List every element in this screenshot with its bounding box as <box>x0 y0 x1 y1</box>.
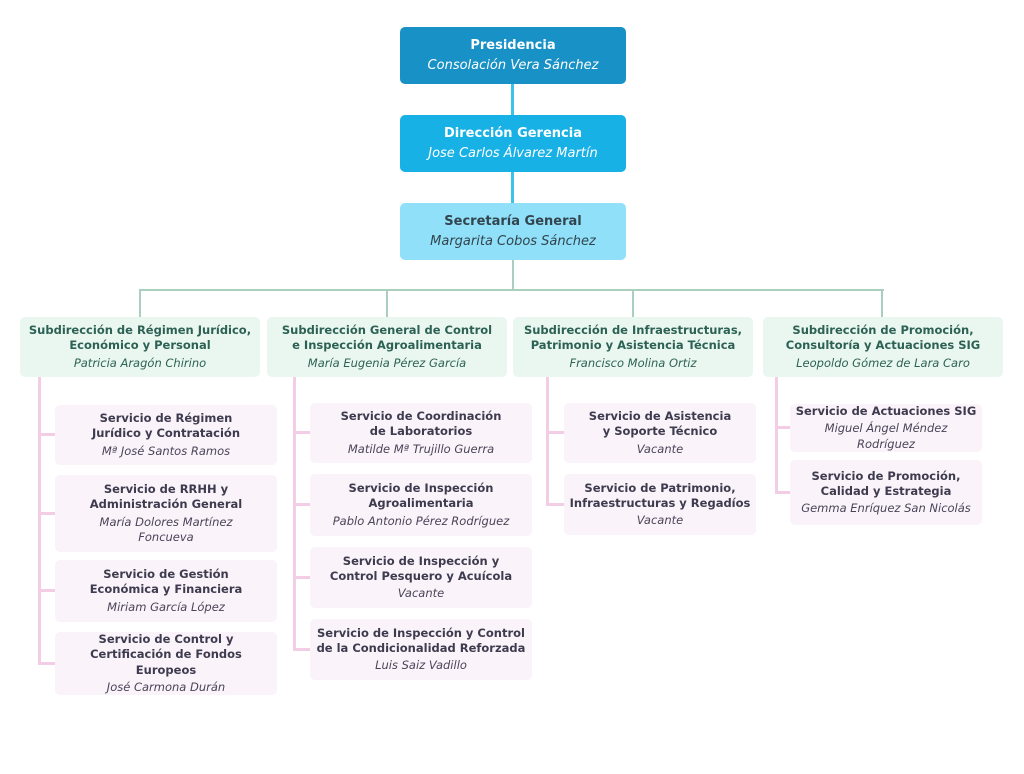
node-title: Servicio de Inspección Agroalimentaria <box>348 481 494 511</box>
node-direccion-gerencia: Dirección Gerencia Jose Carlos Álvarez M… <box>400 115 626 172</box>
node-title: Servicio de RRHH y Administración Genera… <box>89 482 243 512</box>
node-title: Servicio de Promoción, Calidad y Estrate… <box>811 468 961 498</box>
node-title: Servicio de Actuaciones SIG <box>795 404 977 419</box>
node-servicio-actuaciones-sig: Servicio de Actuaciones SIG Miguel Ángel… <box>790 404 982 452</box>
connector-line <box>38 589 55 592</box>
node-person: Jose Carlos Álvarez Martín <box>428 145 598 161</box>
node-person: Pablo Antonio Pérez Rodríguez <box>332 513 510 528</box>
node-servicio-patrimonio-regadios: Servicio de Patrimonio, Infraestructuras… <box>564 474 756 535</box>
node-servicio-fondos-europeos: Servicio de Control y Certificación de F… <box>55 632 277 695</box>
connector-line <box>293 576 310 579</box>
connector-line <box>293 648 310 651</box>
node-title: Servicio de Régimen Jurídico y Contratac… <box>91 411 241 441</box>
node-servicio-regimen-juridico: Servicio de Régimen Jurídico y Contratac… <box>55 405 277 465</box>
node-secretaria-general: Secretaría General Margarita Cobos Sánch… <box>400 203 626 260</box>
connector-line <box>775 426 790 429</box>
connector-line <box>38 512 55 515</box>
node-title: Servicio de Patrimonio, Infraestructuras… <box>569 480 751 510</box>
connector-line <box>38 662 55 665</box>
connector-line <box>775 377 778 494</box>
connector-line <box>511 172 514 203</box>
node-servicio-rrhh: Servicio de RRHH y Administración Genera… <box>55 475 277 552</box>
connector-line <box>546 431 564 434</box>
node-person: Consolación Vera Sánchez <box>427 57 599 73</box>
connector-line <box>386 289 388 317</box>
node-title: Subdirección de Promoción, Consultoría y… <box>785 323 981 353</box>
node-title: Dirección Gerencia <box>444 126 582 142</box>
node-person: Francisco Molina Ortiz <box>569 355 697 370</box>
connector-line <box>293 377 296 651</box>
node-person: María Eugenia Pérez García <box>307 355 467 370</box>
node-title: Secretaría General <box>444 214 582 230</box>
connector-line <box>38 377 41 665</box>
node-servicio-pesquero-acuicola: Servicio de Inspección y Control Pesquer… <box>310 547 532 608</box>
node-title: Subdirección General de Control e Inspec… <box>281 323 493 353</box>
node-subdireccion-control-inspeccion: Subdirección General de Control e Inspec… <box>267 317 507 377</box>
node-person: Leopoldo Gómez de Lara Caro <box>796 355 970 370</box>
node-servicio-asistencia-soporte: Servicio de Asistencia y Soporte Técnico… <box>564 403 756 463</box>
node-subdireccion-promocion: Subdirección de Promoción, Consultoría y… <box>763 317 1003 377</box>
node-title: Servicio de Control y Certificación de F… <box>90 632 242 677</box>
node-person: Margarita Cobos Sánchez <box>430 233 596 249</box>
connector-line <box>546 377 549 506</box>
node-title: Subdirección de Régimen Jurídico, Económ… <box>28 323 252 353</box>
connector-line <box>293 503 310 506</box>
connector-line <box>38 433 55 436</box>
node-person: María Dolores Martínez Foncueva <box>99 514 233 544</box>
node-subdireccion-infraestructuras: Subdirección de Infraestructuras, Patrim… <box>513 317 753 377</box>
node-person: Matilde Mª Trujillo Guerra <box>347 441 495 456</box>
node-person: Miriam García López <box>107 599 225 614</box>
node-subdireccion-regimen-juridico: Subdirección de Régimen Jurídico, Económ… <box>20 317 260 377</box>
node-servicio-condicionalidad-reforzada: Servicio de Inspección y Control de la C… <box>310 619 532 680</box>
node-title: Subdirección de Infraestructuras, Patrim… <box>523 323 743 353</box>
node-person: Luis Saiz Vadillo <box>375 658 467 673</box>
connector-line <box>293 431 310 434</box>
node-person: Patricia Aragón Chirino <box>73 355 207 370</box>
connector-line <box>546 503 564 506</box>
connector-line <box>139 289 884 291</box>
connector-line <box>775 491 790 494</box>
connector-line <box>632 289 634 317</box>
node-title: Servicio de Inspección y Control de la C… <box>316 625 526 655</box>
node-title: Servicio de Gestión Económica y Financie… <box>89 567 243 597</box>
node-servicio-coordinacion-laboratorios: Servicio de Coordinación de Laboratorios… <box>310 403 532 463</box>
node-person: Gemma Enríquez San Nicolás <box>801 501 971 516</box>
node-person: Miguel Ángel Méndez Rodríguez <box>824 421 948 451</box>
node-servicio-gestion-economica: Servicio de Gestión Económica y Financie… <box>55 560 277 622</box>
node-servicio-inspeccion-agroalimentaria: Servicio de Inspección Agroalimentaria P… <box>310 474 532 536</box>
node-person: Mª José Santos Ramos <box>101 443 231 458</box>
node-person: Vacante <box>636 441 684 456</box>
connector-line <box>881 289 883 317</box>
connector-line <box>139 289 141 317</box>
node-servicio-promocion-calidad: Servicio de Promoción, Calidad y Estrate… <box>790 460 982 525</box>
connector-line <box>512 260 514 289</box>
connector-line <box>511 84 514 115</box>
node-title: Servicio de Coordinación de Laboratorios <box>340 409 502 439</box>
node-person: José Carmona Durán <box>106 679 226 694</box>
node-person: Vacante <box>397 586 445 601</box>
node-person: Vacante <box>636 513 684 528</box>
node-title: Presidencia <box>470 38 556 54</box>
node-title: Servicio de Asistencia y Soporte Técnico <box>588 409 732 439</box>
node-presidencia: Presidencia Consolación Vera Sánchez <box>400 27 626 84</box>
node-title: Servicio de Inspección y Control Pesquer… <box>329 553 513 583</box>
